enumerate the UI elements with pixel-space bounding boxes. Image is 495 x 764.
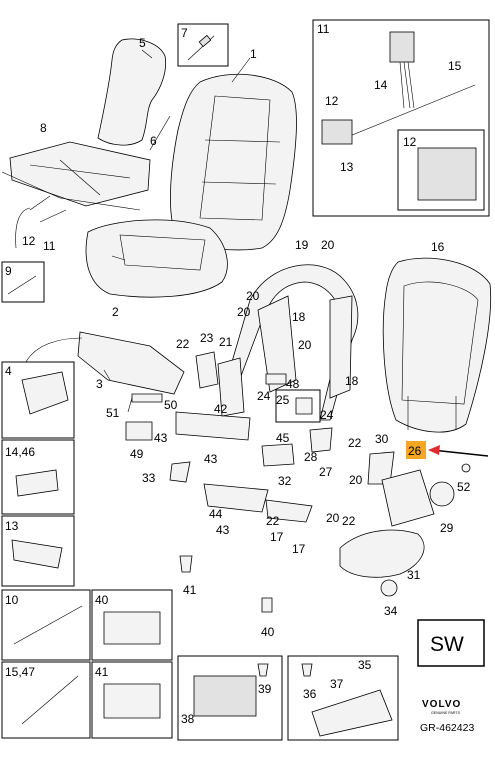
callout-43c: 43 xyxy=(216,523,230,537)
callout-35: 35 xyxy=(358,658,372,672)
rear-panel xyxy=(382,257,492,433)
callout-22c: 22 xyxy=(348,436,362,450)
sw-badge: SW xyxy=(417,619,485,667)
seat-cushion xyxy=(85,219,228,298)
seat-pad xyxy=(1,141,151,211)
callout-40: 40 xyxy=(261,625,275,639)
box-label-9: 9 xyxy=(5,264,12,278)
callout-6: 6 xyxy=(150,134,157,148)
backrest-pad xyxy=(97,38,167,146)
callout-20b: 20 xyxy=(246,289,260,303)
callout-24b: 24 xyxy=(320,408,334,422)
callout-20a: 20 xyxy=(321,238,335,252)
box-column-left xyxy=(1,361,173,739)
callout-25: 25 xyxy=(276,393,290,407)
callout-16: 16 xyxy=(431,240,445,254)
callout-43b: 43 xyxy=(204,452,218,466)
callout-17a: 17 xyxy=(270,530,284,544)
box-label-13: 13 xyxy=(5,519,19,533)
callout-45: 45 xyxy=(276,431,290,445)
callout-22a: 22 xyxy=(176,337,190,351)
box-label-14-46: 14,46 xyxy=(5,445,35,459)
box-label-40: 40 xyxy=(95,593,109,607)
callout-11a: 11 xyxy=(43,239,56,253)
callout-42: 42 xyxy=(214,402,228,416)
callout-41: 41 xyxy=(183,583,197,597)
backrest-cushion xyxy=(170,73,297,251)
callout-19: 19 xyxy=(295,238,309,252)
seat-frame-parts xyxy=(125,351,333,523)
brand-name: VOLVO xyxy=(422,699,461,710)
callout-27: 27 xyxy=(319,465,333,479)
callout-44: 44 xyxy=(209,507,223,521)
callout-31: 31 xyxy=(407,568,421,582)
reference-number: GR-462423 xyxy=(420,722,474,734)
highlighted-callout-26 xyxy=(406,441,489,459)
box-7 xyxy=(177,23,229,67)
box-label-11: 11 xyxy=(317,22,330,36)
box-label-4: 4 xyxy=(5,364,12,378)
callout-12b: 12 xyxy=(325,94,339,108)
callout-21: 21 xyxy=(219,335,233,349)
backrest-frame xyxy=(221,264,359,421)
callout-38: 38 xyxy=(181,712,195,726)
callout-36: 36 xyxy=(303,687,317,701)
callout-22b: 22 xyxy=(266,514,280,528)
callout-20e: 20 xyxy=(349,473,363,487)
callout-14: 14 xyxy=(374,78,388,92)
front-cover xyxy=(77,331,185,395)
callout-26: 26 xyxy=(408,444,422,458)
callout-8: 8 xyxy=(40,121,47,135)
callout-20d: 20 xyxy=(298,338,312,352)
box-label-7: 7 xyxy=(181,26,188,40)
callout-52: 52 xyxy=(457,480,471,494)
volvo-logo: VOLVO GENUINE PARTS xyxy=(422,699,461,715)
callout-20c: 20 xyxy=(237,305,251,319)
box-9 xyxy=(1,261,45,303)
callout-18a: 18 xyxy=(292,310,306,324)
callout-18b: 18 xyxy=(345,374,359,388)
sw-badge-label: SW xyxy=(430,633,464,656)
callout-20f: 20 xyxy=(326,511,340,525)
callout-29: 29 xyxy=(440,521,454,535)
callout-28: 28 xyxy=(304,450,318,464)
callout-5: 5 xyxy=(139,36,146,50)
callout-13: 13 xyxy=(340,160,354,174)
brand-tagline: GENUINE PARTS xyxy=(431,711,461,715)
callout-1: 1 xyxy=(250,47,257,61)
box-11 xyxy=(312,19,490,217)
box-label-12: 12 xyxy=(403,135,417,149)
box-label-41: 41 xyxy=(95,665,109,679)
clips xyxy=(179,555,313,677)
callout-22d: 22 xyxy=(342,514,356,528)
box-label-15-47: 15,47 xyxy=(5,665,35,679)
callout-3: 3 xyxy=(96,377,103,391)
callout-17b: 17 xyxy=(292,542,306,556)
box-label-10: 10 xyxy=(5,593,19,607)
callout-33: 33 xyxy=(142,471,156,485)
side-covers xyxy=(339,451,471,597)
box-row-bottom xyxy=(177,655,399,741)
callout-51: 51 xyxy=(106,406,120,420)
callout-37: 37 xyxy=(330,677,344,691)
callout-numbers: 1 5 6 8 12 11 2 3 14 15 12 13 16 19 20 2… xyxy=(22,36,471,726)
callout-34: 34 xyxy=(384,604,398,618)
callout-2: 2 xyxy=(112,305,119,319)
callout-49: 49 xyxy=(130,447,144,461)
callout-15: 15 xyxy=(448,59,462,73)
leader-lines xyxy=(15,49,457,430)
callout-12a: 12 xyxy=(22,234,36,248)
callout-50: 50 xyxy=(164,398,178,412)
callout-48: 48 xyxy=(286,377,300,391)
callout-30: 30 xyxy=(375,432,389,446)
callout-23: 23 xyxy=(200,331,214,345)
callout-32: 32 xyxy=(278,474,292,488)
callout-39: 39 xyxy=(258,682,272,696)
callout-43a: 43 xyxy=(154,431,168,445)
callout-24a: 24 xyxy=(257,389,271,403)
